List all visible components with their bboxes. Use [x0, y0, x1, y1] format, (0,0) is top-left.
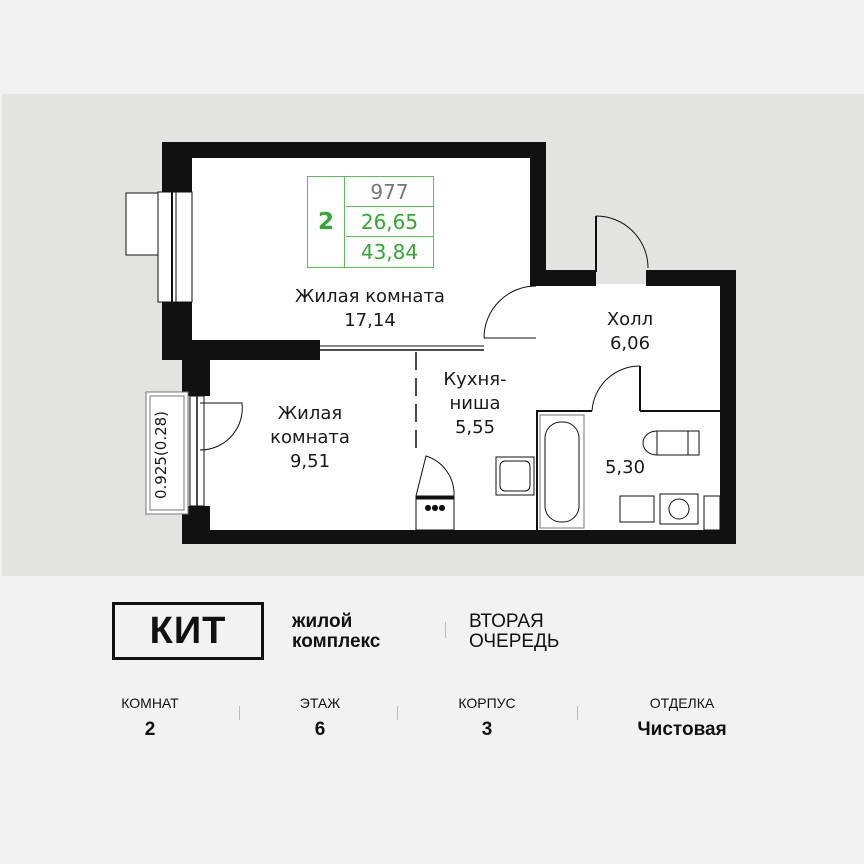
- brand-subtitle-line1: жилой: [292, 611, 353, 632]
- room-area: 9,51: [289, 451, 331, 472]
- room-bathroom: 5,30: [590, 456, 660, 480]
- room-area: 5,30: [604, 457, 646, 478]
- queue-line1: ВТОРАЯ: [469, 611, 544, 632]
- queue-line2: ОЧЕРЕДЬ: [469, 631, 560, 652]
- brand-subtitle-line2: комплекс: [292, 631, 381, 652]
- divider: [397, 706, 398, 720]
- room-kitchen-niche: Кухня- ниша 5,55: [420, 368, 530, 440]
- room-area: 6,06: [609, 333, 651, 354]
- room-area: 17,14: [344, 310, 396, 331]
- brand-subtitle: жилой комплекс: [292, 612, 380, 652]
- stat-label: ОТДЕЛКА: [649, 695, 715, 711]
- apartment-number: 977: [346, 177, 433, 207]
- room-name: Холл: [606, 309, 654, 330]
- room-living-1: Жилая комната 17,14: [270, 285, 470, 333]
- stat-label: ЭТАЖ: [299, 695, 341, 711]
- stat-floor: ЭТАЖ 6: [270, 694, 370, 744]
- svg-text:●●●: ●●●: [425, 503, 446, 512]
- room-living-2: Жилая комната 9,51: [250, 402, 370, 474]
- info-rooms-count: 2: [308, 177, 345, 267]
- room-name-line1: Жилая: [277, 403, 343, 424]
- room-name-line1: Кухня-: [443, 369, 507, 390]
- stat-building: КОРПУС 3: [437, 694, 537, 744]
- room-name-line2: ниша: [449, 393, 501, 414]
- divider: [577, 706, 578, 720]
- stat-value: Чистовая: [637, 719, 727, 740]
- room-hall: Холл 6,06: [580, 308, 680, 356]
- stat-label: КОРПУС: [458, 695, 516, 711]
- room-area: 5,55: [454, 417, 496, 438]
- stat-rooms: КОМНАТ 2: [100, 694, 200, 744]
- balcony-label: 0.925(0.28): [146, 400, 176, 510]
- stat-finish: ОТДЕЛКА Чистовая: [612, 694, 752, 744]
- queue-label: ВТОРАЯ ОЧЕРЕДЬ: [469, 612, 559, 652]
- stat-value: 2: [144, 719, 156, 740]
- room-name-line2: комната: [270, 427, 350, 448]
- divider: [239, 706, 240, 720]
- divider: [445, 622, 446, 638]
- stat-value: 3: [481, 719, 493, 740]
- total-area: 43,84: [360, 239, 419, 264]
- balcony-area: 0.925(0.28): [152, 410, 170, 500]
- stat-label: КОМНАТ: [121, 695, 179, 711]
- apartment-info-box: 2 977 26,65 43,84: [307, 176, 434, 268]
- stat-value: 6: [314, 719, 326, 740]
- brand-logo: КИТ: [112, 602, 264, 660]
- room-name: Жилая комната: [295, 286, 445, 307]
- living-area: 26,65: [346, 207, 433, 237]
